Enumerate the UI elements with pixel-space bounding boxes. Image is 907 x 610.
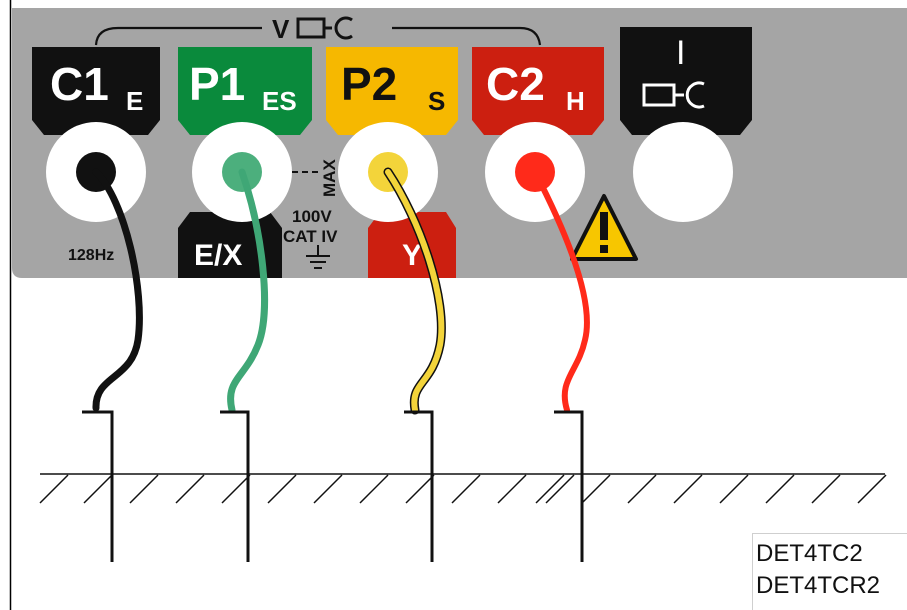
current-terminal-socket[interactable] <box>633 122 733 222</box>
terminal-p1-main-label: P1 <box>189 58 245 110</box>
lower-right-label: Y <box>402 239 422 272</box>
ground-spikes <box>82 410 584 562</box>
terminal-p1-label-bg <box>178 47 312 135</box>
voltage-bracket <box>94 26 542 46</box>
resistor-symbol-icon <box>296 16 353 40</box>
ground-surface <box>39 473 887 504</box>
capacitor-resistor-icon <box>642 81 705 109</box>
terminal-p2-sub-label: S <box>428 86 445 116</box>
current-terminal-label-bg <box>620 27 752 135</box>
terminal-c2-sub-label: H <box>566 86 585 116</box>
warning-icon <box>570 194 638 261</box>
lead-p1 <box>227 168 268 414</box>
model-name: DET4TCR2 <box>756 572 881 599</box>
lead-c2 <box>532 169 590 413</box>
terminal-c2-label-bg <box>472 47 604 135</box>
terminal-p1-sub-label: ES <box>262 86 297 116</box>
spike-2 <box>220 410 250 562</box>
lower-left-label: E/X <box>194 239 242 272</box>
max-rating-block: MAX 100V CAT IV <box>283 159 352 269</box>
terminal-c1-main-label: C1 <box>50 58 109 110</box>
model-list: DET4TC2 DET4TCR2 <box>752 533 907 610</box>
spike-1 <box>82 410 114 562</box>
rating-category: CAT IV <box>283 227 338 246</box>
terminal-p2-main-label: P2 <box>341 58 397 110</box>
terminal-c1-sub-label: E <box>126 86 143 116</box>
spike-4 <box>554 410 584 562</box>
current-label: I <box>676 34 685 72</box>
terminal-c2-main-label: C2 <box>486 58 545 110</box>
rating-voltage: 100V <box>292 207 332 226</box>
model-name: DET4TC2 <box>756 540 863 567</box>
frequency-label: 128Hz <box>68 247 114 264</box>
lead-c1 <box>92 168 143 412</box>
voltage-label: V <box>272 14 290 44</box>
spike-3 <box>404 410 434 562</box>
max-label: MAX <box>320 159 339 197</box>
test-leads <box>92 167 590 415</box>
terminal-c1-label-bg <box>32 47 160 135</box>
terminal-p2-label-bg <box>326 47 458 135</box>
ground-icon <box>306 245 330 269</box>
current-terminal: I <box>620 27 752 222</box>
